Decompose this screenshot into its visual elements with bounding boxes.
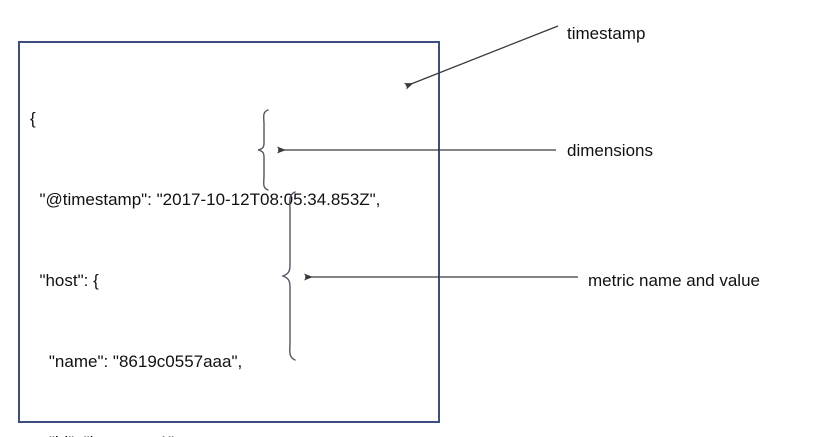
annotation-label-dimensions: dimensions bbox=[567, 141, 653, 160]
json-document-box: { "@timestamp": "2017-10-12T08:05:34.853… bbox=[18, 41, 440, 437]
json-line: { bbox=[30, 109, 36, 128]
annotation-label-metric-name-and-value: metric name and value bbox=[588, 271, 760, 290]
annotation-label-timestamp: timestamp bbox=[567, 24, 646, 43]
json-line-host-open: "host": { bbox=[30, 271, 99, 290]
json-code-block: { "@timestamp": "2017-10-12T08:05:34.853… bbox=[30, 51, 380, 437]
json-line-timestamp: "@timestamp": "2017-10-12T08:05:34.853Z"… bbox=[30, 190, 381, 209]
json-line-host-id: "id": "instance-1" bbox=[30, 429, 380, 437]
json-line-host-name: "name": "8619c0557aaa", bbox=[30, 352, 243, 371]
